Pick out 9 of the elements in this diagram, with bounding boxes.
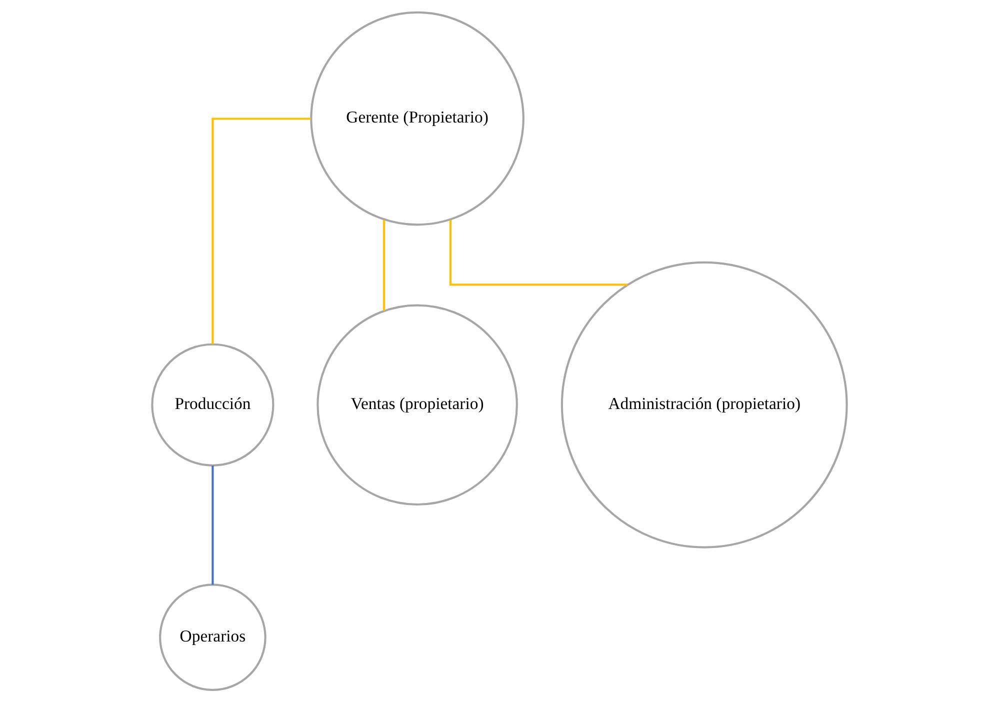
node-circle: Producción <box>151 343 274 466</box>
node-circle: Administración (propietario) <box>560 261 848 548</box>
connector <box>212 466 214 585</box>
connector <box>383 220 386 311</box>
node-circle: Gerente (Propietario) <box>310 11 524 226</box>
node-circle: Ventas (propietario) <box>316 304 518 506</box>
connector <box>449 220 628 286</box>
connector <box>212 118 311 344</box>
node-circle: Operarios <box>159 584 266 691</box>
